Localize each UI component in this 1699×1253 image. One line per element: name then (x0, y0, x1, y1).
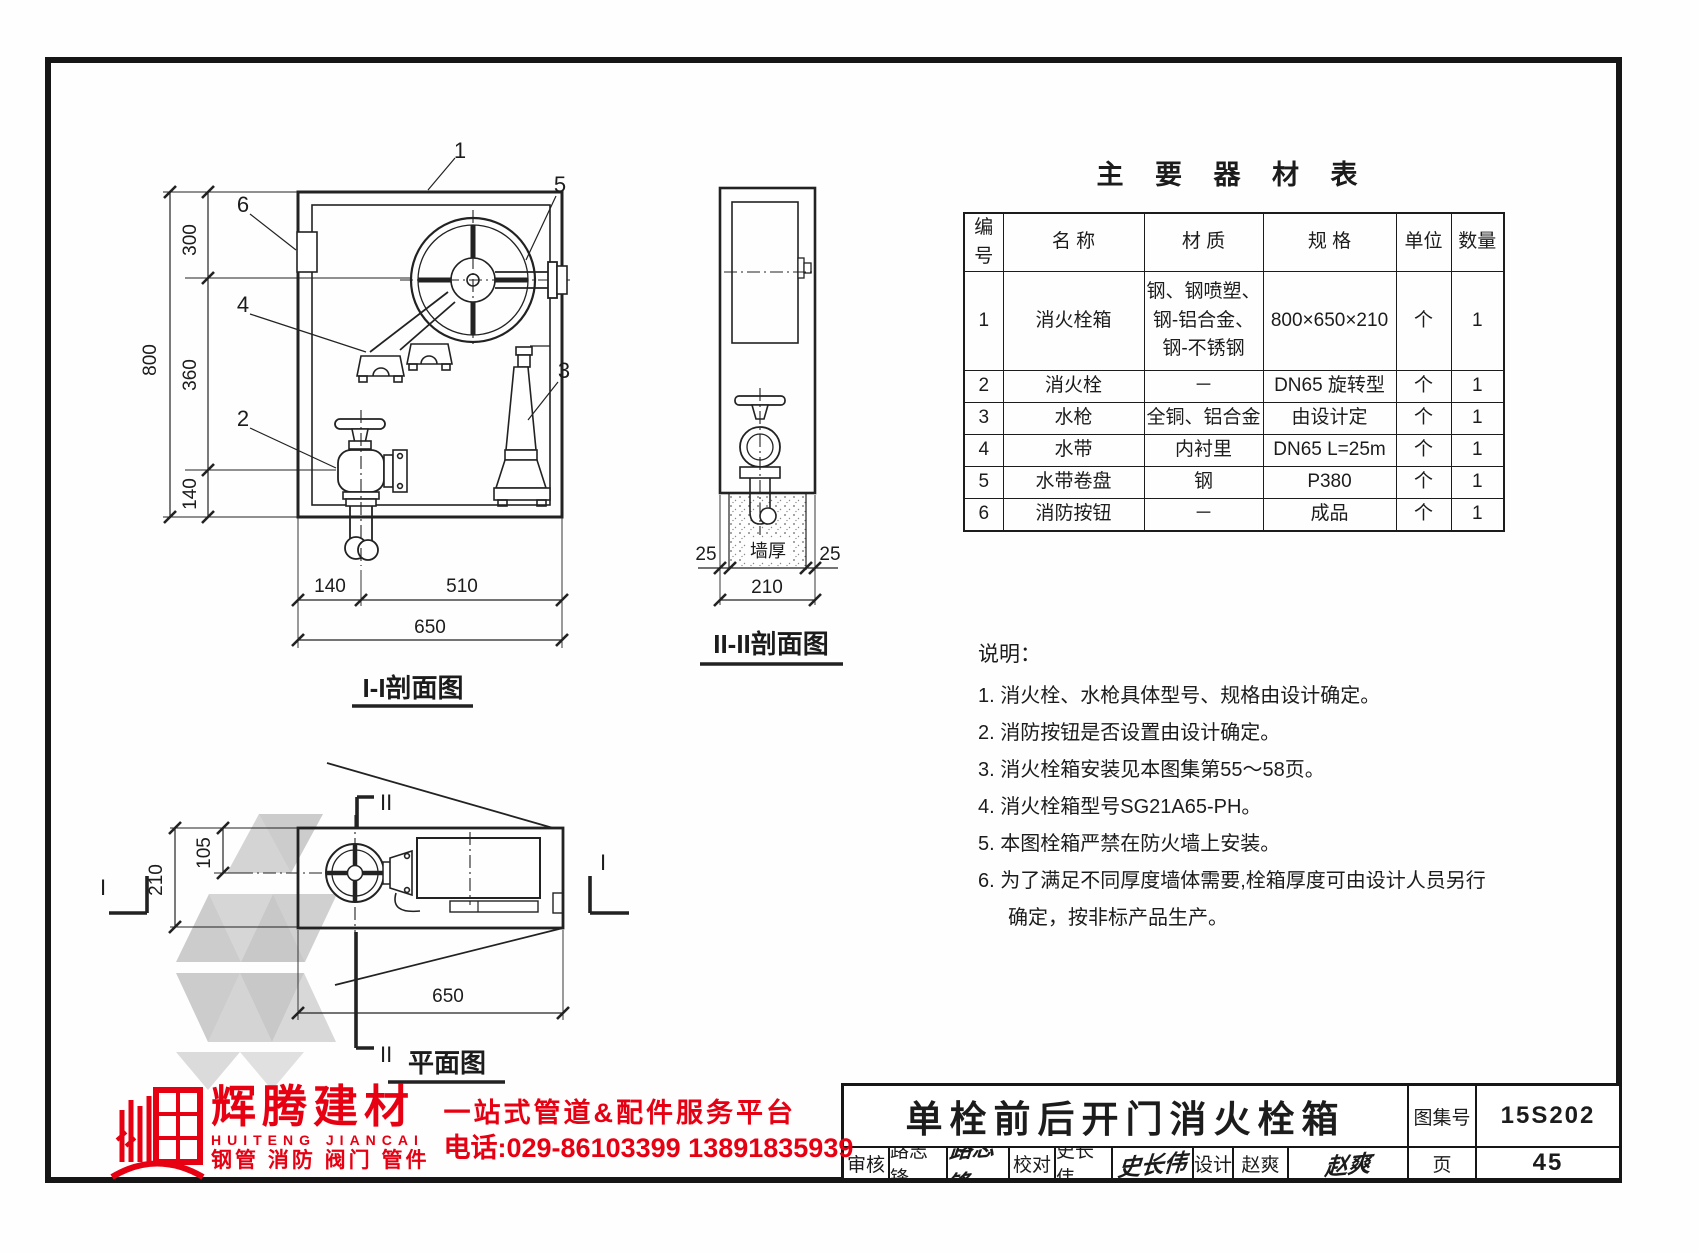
plan-view-drawing: II II I I 210 105 650 平面图 (100, 762, 629, 1090)
wall-thickness-label: 墙厚 (750, 541, 786, 561)
door-swing-front (326, 762, 554, 829)
dim-140-bottom: 140 (314, 576, 346, 597)
reviewer-name: 路志锋 (888, 1148, 946, 1178)
fire-button (296, 231, 318, 273)
mark-ii-bottom: II (380, 1042, 392, 1067)
section-i-i-label: I-I剖面图 (362, 673, 463, 703)
section-i-i-drawing: 1 6 4 2 5 3 800 300 360 140 140 510 650 … (140, 138, 570, 708)
designer-role: 设计 (1192, 1148, 1232, 1178)
mark-i-left: I (100, 875, 106, 900)
logo-slogan: 一站式管道&配件服务平台 (443, 1098, 797, 1128)
logo-name-cn: 辉腾建材 (211, 1081, 416, 1132)
equipment-table: 编号 名 称 材 质 规 格 单位 数量 1 消火栓箱 钢、钢喷塑、 钢-铝合金… (963, 212, 1505, 532)
checker-signature: 史长伟 (1111, 1148, 1192, 1178)
note-item: 5. 本图栓箱严禁在防火墙上安装。 (978, 833, 1281, 855)
valve-body-plan (389, 849, 413, 897)
logo-phone: 电话:029-86103399 13891835939 (443, 1133, 854, 1163)
designer-name: 赵爽 (1232, 1148, 1287, 1178)
callout-5: 5 (554, 172, 566, 197)
dim-105: 105 (194, 837, 215, 869)
checker-name: 史长伟 (1054, 1148, 1111, 1178)
section-ii-ii-drawing: 墙厚 25 25 210 II-II剖面图 (695, 186, 843, 666)
cabinet-outline (296, 190, 564, 519)
sheet-border (45, 57, 1622, 1183)
reviewer-signature: 路志锋 (946, 1148, 1008, 1178)
col-header-spec: 规 格 (1262, 212, 1397, 272)
page-label: 页 (1407, 1148, 1475, 1178)
bracket-foot (406, 343, 453, 365)
building-icon (110, 1087, 205, 1180)
atlas-number-value: 15S202 (1475, 1086, 1619, 1146)
table-row: 6 消防按钮 － 成品 个 1 (963, 498, 1505, 532)
col-header-no: 编号 (963, 212, 1004, 272)
plan-view-label: 平面图 (408, 1048, 486, 1078)
col-header-name: 名 称 (1002, 212, 1145, 272)
note-item: 3. 消火栓箱安装见本图集第55～58页。 (978, 759, 1325, 781)
vendor-logo: 辉腾建材 HUITENG JIANCAI 钢管 消防 阀门 管件 一站式管道&配… (110, 1082, 853, 1180)
dim-650: 650 (414, 617, 446, 638)
dim-650-plan: 650 (432, 986, 464, 1007)
table-header-row: 编号 名 称 材 质 规 格 单位 数量 (963, 212, 1505, 272)
callout-6: 6 (237, 192, 249, 217)
table-row: 5 水带卷盘 钢 P380 个 1 (963, 466, 1505, 499)
cabinet-side-outline (718, 186, 817, 495)
callout-1: 1 (454, 138, 466, 163)
dim-300: 300 (180, 224, 201, 256)
dim-510: 510 (446, 576, 478, 597)
cabinet-plan-outline (296, 826, 565, 930)
atlas-number-label: 图集号 (1407, 1086, 1475, 1146)
callout-2: 2 (237, 406, 249, 431)
valve-handwheel (334, 418, 386, 430)
section-ii-ii-label: II-II剖面图 (713, 629, 829, 659)
note-item: 4. 消火栓箱型号SG21A65-PH。 (978, 796, 1262, 818)
note-item: 6. 为了满足不同厚度墙体需要,栓箱厚度可由设计人员另行确定，按非标产品生产。 (978, 870, 1486, 929)
dim-140-left: 140 (180, 478, 201, 510)
table-row: 1 消火栓箱 钢、钢喷塑、 钢-铝合金、 钢-不锈钢 800×650×210 个… (963, 271, 1505, 371)
note-item: 2. 消防按钮是否设置由设计确定。 (978, 722, 1281, 744)
dim-800: 800 (140, 344, 161, 376)
notes-section: 说明： 1. 消火栓、水枪具体型号、规格由设计确定。 2. 消防按钮是否设置由设… (978, 638, 1498, 937)
table-row: 2 消火栓 － DN65 旋转型 个 1 (963, 370, 1505, 403)
door-swing-rear (334, 927, 564, 986)
callout-3: 3 (558, 358, 570, 383)
drawing-title: 单栓前后开门消火栓箱 (905, 1099, 1346, 1140)
notes-title: 说明： (978, 643, 1041, 666)
dim-25-right: 25 (819, 544, 840, 565)
mark-i-right: I (600, 850, 606, 875)
dim-210: 210 (751, 577, 783, 598)
reviewer-role: 审核 (846, 1154, 885, 1176)
title-block: 单栓前后开门消火栓箱 图集号 15S202 审核 路志锋 路志锋 校对 史长伟 … (841, 1083, 1622, 1181)
checker-role: 校对 (1008, 1148, 1054, 1178)
col-header-unit: 单位 (1395, 212, 1452, 272)
watermark-triangles (176, 814, 337, 1090)
col-header-qty: 数量 (1450, 212, 1505, 272)
water-gun (505, 366, 537, 451)
callout-4: 4 (237, 292, 249, 317)
logo-name-en: HUITENG JIANCAI (211, 1132, 424, 1148)
note-item: 1. 消火栓、水枪具体型号、规格由设计确定。 (978, 685, 1381, 707)
dim-210-plan: 210 (146, 864, 167, 896)
col-header-material: 材 质 (1143, 212, 1264, 272)
table-row: 4 水带 内衬里 DN65 L=25m 个 1 (963, 434, 1505, 467)
logo-products: 钢管 消防 阀门 管件 (211, 1149, 430, 1172)
equipment-table-title: 主 要 器 材 表 (1096, 160, 1370, 190)
dim-360: 360 (180, 359, 201, 391)
page-number: 45 (1475, 1148, 1619, 1178)
dim-25-left: 25 (695, 544, 716, 565)
table-row: 3 水枪 全铜、铝合金 由设计定 个 1 (963, 402, 1505, 435)
designer-signature: 赵爽 (1287, 1148, 1407, 1178)
mark-ii-top: II (380, 790, 392, 815)
reel-plan (416, 837, 541, 899)
bracket-foot (356, 355, 405, 377)
cabinet-inner-outline (311, 204, 551, 506)
